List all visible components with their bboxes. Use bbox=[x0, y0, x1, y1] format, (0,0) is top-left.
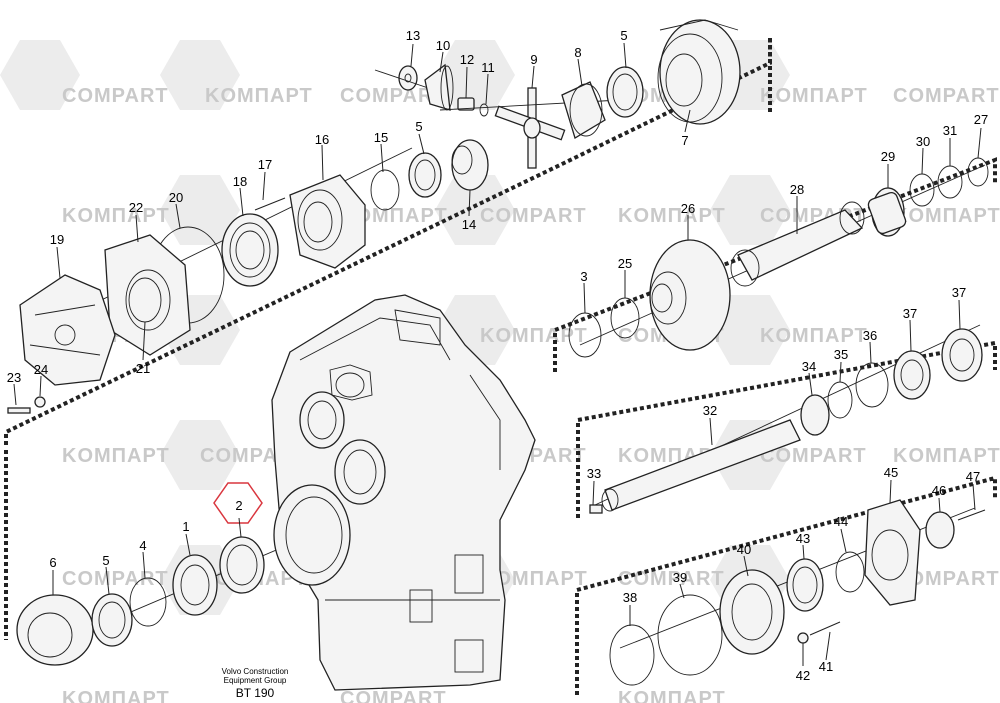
label-5-top: 5 bbox=[620, 28, 627, 43]
watermark-text: KOMПАРТ bbox=[205, 85, 313, 107]
label-43: 43 bbox=[796, 531, 810, 546]
label-21: 21 bbox=[136, 361, 150, 376]
watermark-text: KOMПАРТ bbox=[480, 568, 588, 590]
label-37b: 37 bbox=[903, 306, 917, 321]
label-17: 17 bbox=[258, 157, 272, 172]
label-28: 28 bbox=[790, 182, 804, 197]
gearbox-housing bbox=[271, 294, 536, 691]
label-37: 37 bbox=[952, 285, 966, 300]
watermark-text: KOMПАРТ bbox=[480, 325, 588, 347]
caption-line-2: Equipment Group bbox=[224, 676, 287, 685]
label-31: 31 bbox=[943, 123, 957, 138]
label-6: 6 bbox=[49, 555, 56, 570]
label-38: 38 bbox=[623, 590, 637, 605]
label-34: 34 bbox=[802, 359, 816, 374]
label-29: 29 bbox=[881, 149, 895, 164]
label-4: 4 bbox=[139, 538, 146, 553]
label-11: 11 bbox=[481, 60, 495, 75]
label-41: 41 bbox=[819, 659, 833, 674]
label-39: 39 bbox=[673, 570, 687, 585]
label-19: 19 bbox=[50, 232, 64, 247]
caption-block: Volvo Construction Equipment Group BT 19… bbox=[222, 667, 289, 700]
watermark-text: KOMПАРТ bbox=[62, 205, 170, 227]
figure-code: BT 190 bbox=[236, 686, 275, 700]
top-group-parts bbox=[7, 19, 741, 414]
part-labels: 13 10 12 11 9 8 5 7 5 15 16 17 18 20 22 … bbox=[7, 28, 988, 683]
watermark-text: COMPART bbox=[340, 688, 447, 703]
label-45: 45 bbox=[884, 465, 898, 480]
watermark-text: KOMПАРТ bbox=[893, 205, 1000, 227]
label-36: 36 bbox=[863, 328, 877, 343]
watermark-text: KOMПАРТ bbox=[62, 688, 170, 703]
label-18: 18 bbox=[233, 174, 247, 189]
watermark-text: COMPART bbox=[893, 568, 1000, 590]
label-3: 3 bbox=[580, 269, 587, 284]
middle-right-parts bbox=[568, 157, 989, 358]
label-27: 27 bbox=[974, 112, 988, 127]
label-9: 9 bbox=[530, 52, 537, 67]
label-26: 26 bbox=[681, 201, 695, 216]
watermark-text: KOMПАРТ bbox=[760, 85, 868, 107]
watermark-text: COMPART bbox=[760, 445, 867, 467]
watermark-text: KOMПАРТ bbox=[618, 205, 726, 227]
watermark-text: KOMПАРТ bbox=[760, 325, 868, 347]
label-32: 32 bbox=[703, 403, 717, 418]
watermark-text: COMPART bbox=[893, 85, 1000, 107]
caption-line-1: Volvo Construction bbox=[222, 667, 289, 676]
label-25: 25 bbox=[618, 256, 632, 271]
watermark-text: COMPART bbox=[618, 568, 725, 590]
watermark-text: COMPART bbox=[62, 85, 169, 107]
label-5-mid: 5 bbox=[415, 119, 422, 134]
label-5-bottom: 5 bbox=[102, 553, 109, 568]
label-2: 2 bbox=[235, 498, 242, 513]
label-15: 15 bbox=[374, 130, 388, 145]
highlight-hexagon bbox=[213, 482, 263, 524]
label-35: 35 bbox=[834, 347, 848, 362]
group-frames bbox=[4, 38, 997, 695]
label-13: 13 bbox=[406, 28, 420, 43]
watermark-text: COMPART bbox=[480, 205, 587, 227]
watermark-text: KOMПАРТ bbox=[340, 205, 448, 227]
lower-right-parts-2 bbox=[609, 499, 986, 686]
label-8: 8 bbox=[574, 45, 581, 60]
watermark-text: COMPART bbox=[340, 85, 447, 107]
leader-lines bbox=[13, 42, 982, 666]
label-42: 42 bbox=[796, 668, 810, 683]
label-44: 44 bbox=[834, 514, 848, 529]
label-40: 40 bbox=[737, 542, 751, 557]
lower-left-parts bbox=[16, 536, 265, 666]
label-22: 22 bbox=[129, 200, 143, 215]
label-24: 24 bbox=[34, 362, 48, 377]
label-12: 12 bbox=[460, 52, 474, 67]
label-33: 33 bbox=[587, 466, 601, 481]
label-1: 1 bbox=[182, 519, 189, 534]
label-46: 46 bbox=[932, 483, 946, 498]
watermark-text: KOMПАРТ bbox=[62, 445, 170, 467]
label-23: 23 bbox=[7, 370, 21, 385]
label-14: 14 bbox=[462, 217, 476, 232]
watermark-text: KOMПАРТ bbox=[893, 445, 1000, 467]
lower-right-parts-1 bbox=[589, 328, 983, 514]
label-16: 16 bbox=[315, 132, 329, 147]
label-7: 7 bbox=[681, 133, 688, 148]
label-20: 20 bbox=[169, 190, 183, 205]
label-30: 30 bbox=[916, 134, 930, 149]
label-10: 10 bbox=[436, 38, 450, 53]
label-47: 47 bbox=[966, 469, 980, 484]
watermark-text: COMPART bbox=[62, 568, 169, 590]
watermark-text: KOMПАРТ bbox=[618, 688, 726, 703]
